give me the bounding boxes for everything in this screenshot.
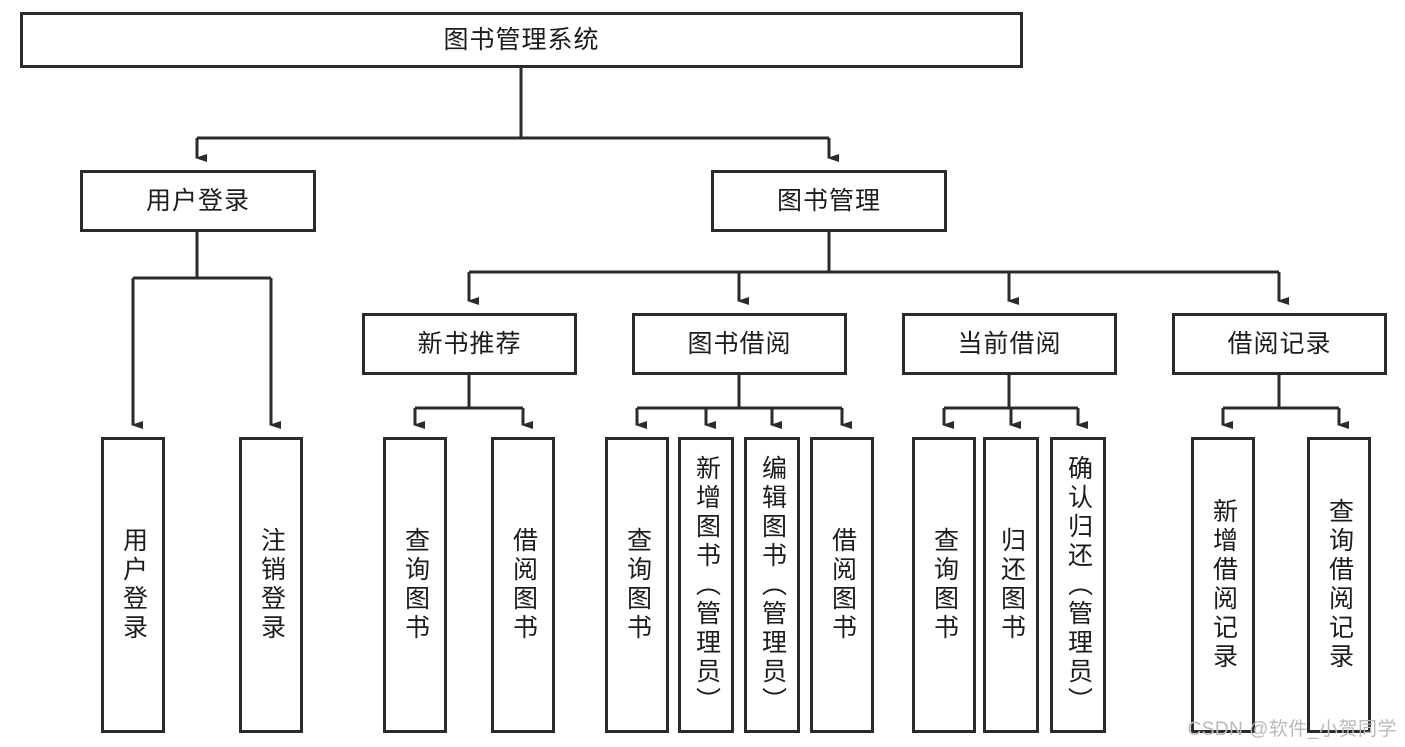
watermark: CSDN @软件_小贺同学	[1187, 719, 1397, 740]
node-book-borrow-label: 图书借阅	[687, 329, 792, 358]
node-leaf-confirm-return-label: 确认归还（管理员）	[1064, 454, 1093, 716]
node-leaf-return-book-label: 归还图书	[997, 527, 1026, 643]
node-borrow-record-label: 借阅记录	[1227, 329, 1332, 358]
node-leaf-borrow-book-2-label: 借阅图书	[828, 527, 857, 643]
node-leaf-query-book-2-label: 查询图书	[623, 527, 652, 643]
node-leaf-edit-book[interactable]: 编辑图书（管理员）	[744, 437, 800, 733]
node-leaf-add-record[interactable]: 新增借阅记录	[1191, 437, 1255, 733]
node-leaf-query-book-3-label: 查询图书	[930, 527, 959, 643]
node-leaf-borrow-book-1[interactable]: 借阅图书	[491, 437, 555, 733]
node-leaf-confirm-return[interactable]: 确认归还（管理员）	[1050, 437, 1106, 733]
node-leaf-logout[interactable]: 注销登录	[239, 437, 303, 733]
node-leaf-add-book-label: 新增图书（管理员）	[692, 454, 721, 716]
node-leaf-query-book-1-label: 查询图书	[401, 527, 430, 643]
node-current-borrow[interactable]: 当前借阅	[902, 313, 1117, 375]
node-leaf-borrow-book-1-label: 借阅图书	[509, 527, 538, 643]
node-book-borrow[interactable]: 图书借阅	[632, 313, 847, 375]
node-book-manage[interactable]: 图书管理	[711, 170, 947, 232]
node-new-book-recommend-label: 新书推荐	[417, 329, 522, 358]
node-leaf-query-book-1[interactable]: 查询图书	[383, 437, 447, 733]
node-borrow-record[interactable]: 借阅记录	[1172, 313, 1387, 375]
node-new-book-recommend[interactable]: 新书推荐	[362, 313, 577, 375]
node-user-login[interactable]: 用户登录	[80, 170, 316, 232]
node-leaf-return-book[interactable]: 归还图书	[983, 437, 1039, 733]
node-current-borrow-label: 当前借阅	[957, 329, 1062, 358]
node-leaf-borrow-book-2[interactable]: 借阅图书	[810, 437, 874, 733]
node-leaf-edit-book-label: 编辑图书（管理员）	[758, 454, 787, 716]
node-leaf-query-book-2[interactable]: 查询图书	[605, 437, 669, 733]
node-leaf-query-book-3[interactable]: 查询图书	[912, 437, 976, 733]
node-root[interactable]: 图书管理系统	[20, 12, 1023, 68]
node-leaf-query-record-label: 查询借阅记录	[1325, 498, 1354, 672]
node-leaf-user-login-label: 用户登录	[119, 527, 148, 643]
node-user-login-label: 用户登录	[145, 186, 250, 215]
node-root-label: 图书管理系统	[443, 25, 600, 54]
node-leaf-logout-label: 注销登录	[257, 527, 286, 643]
node-leaf-user-login[interactable]: 用户登录	[101, 437, 165, 733]
node-book-manage-label: 图书管理	[776, 186, 881, 215]
node-leaf-add-record-label: 新增借阅记录	[1209, 498, 1238, 672]
node-leaf-query-record[interactable]: 查询借阅记录	[1307, 437, 1371, 733]
node-leaf-add-book[interactable]: 新增图书（管理员）	[678, 437, 734, 733]
